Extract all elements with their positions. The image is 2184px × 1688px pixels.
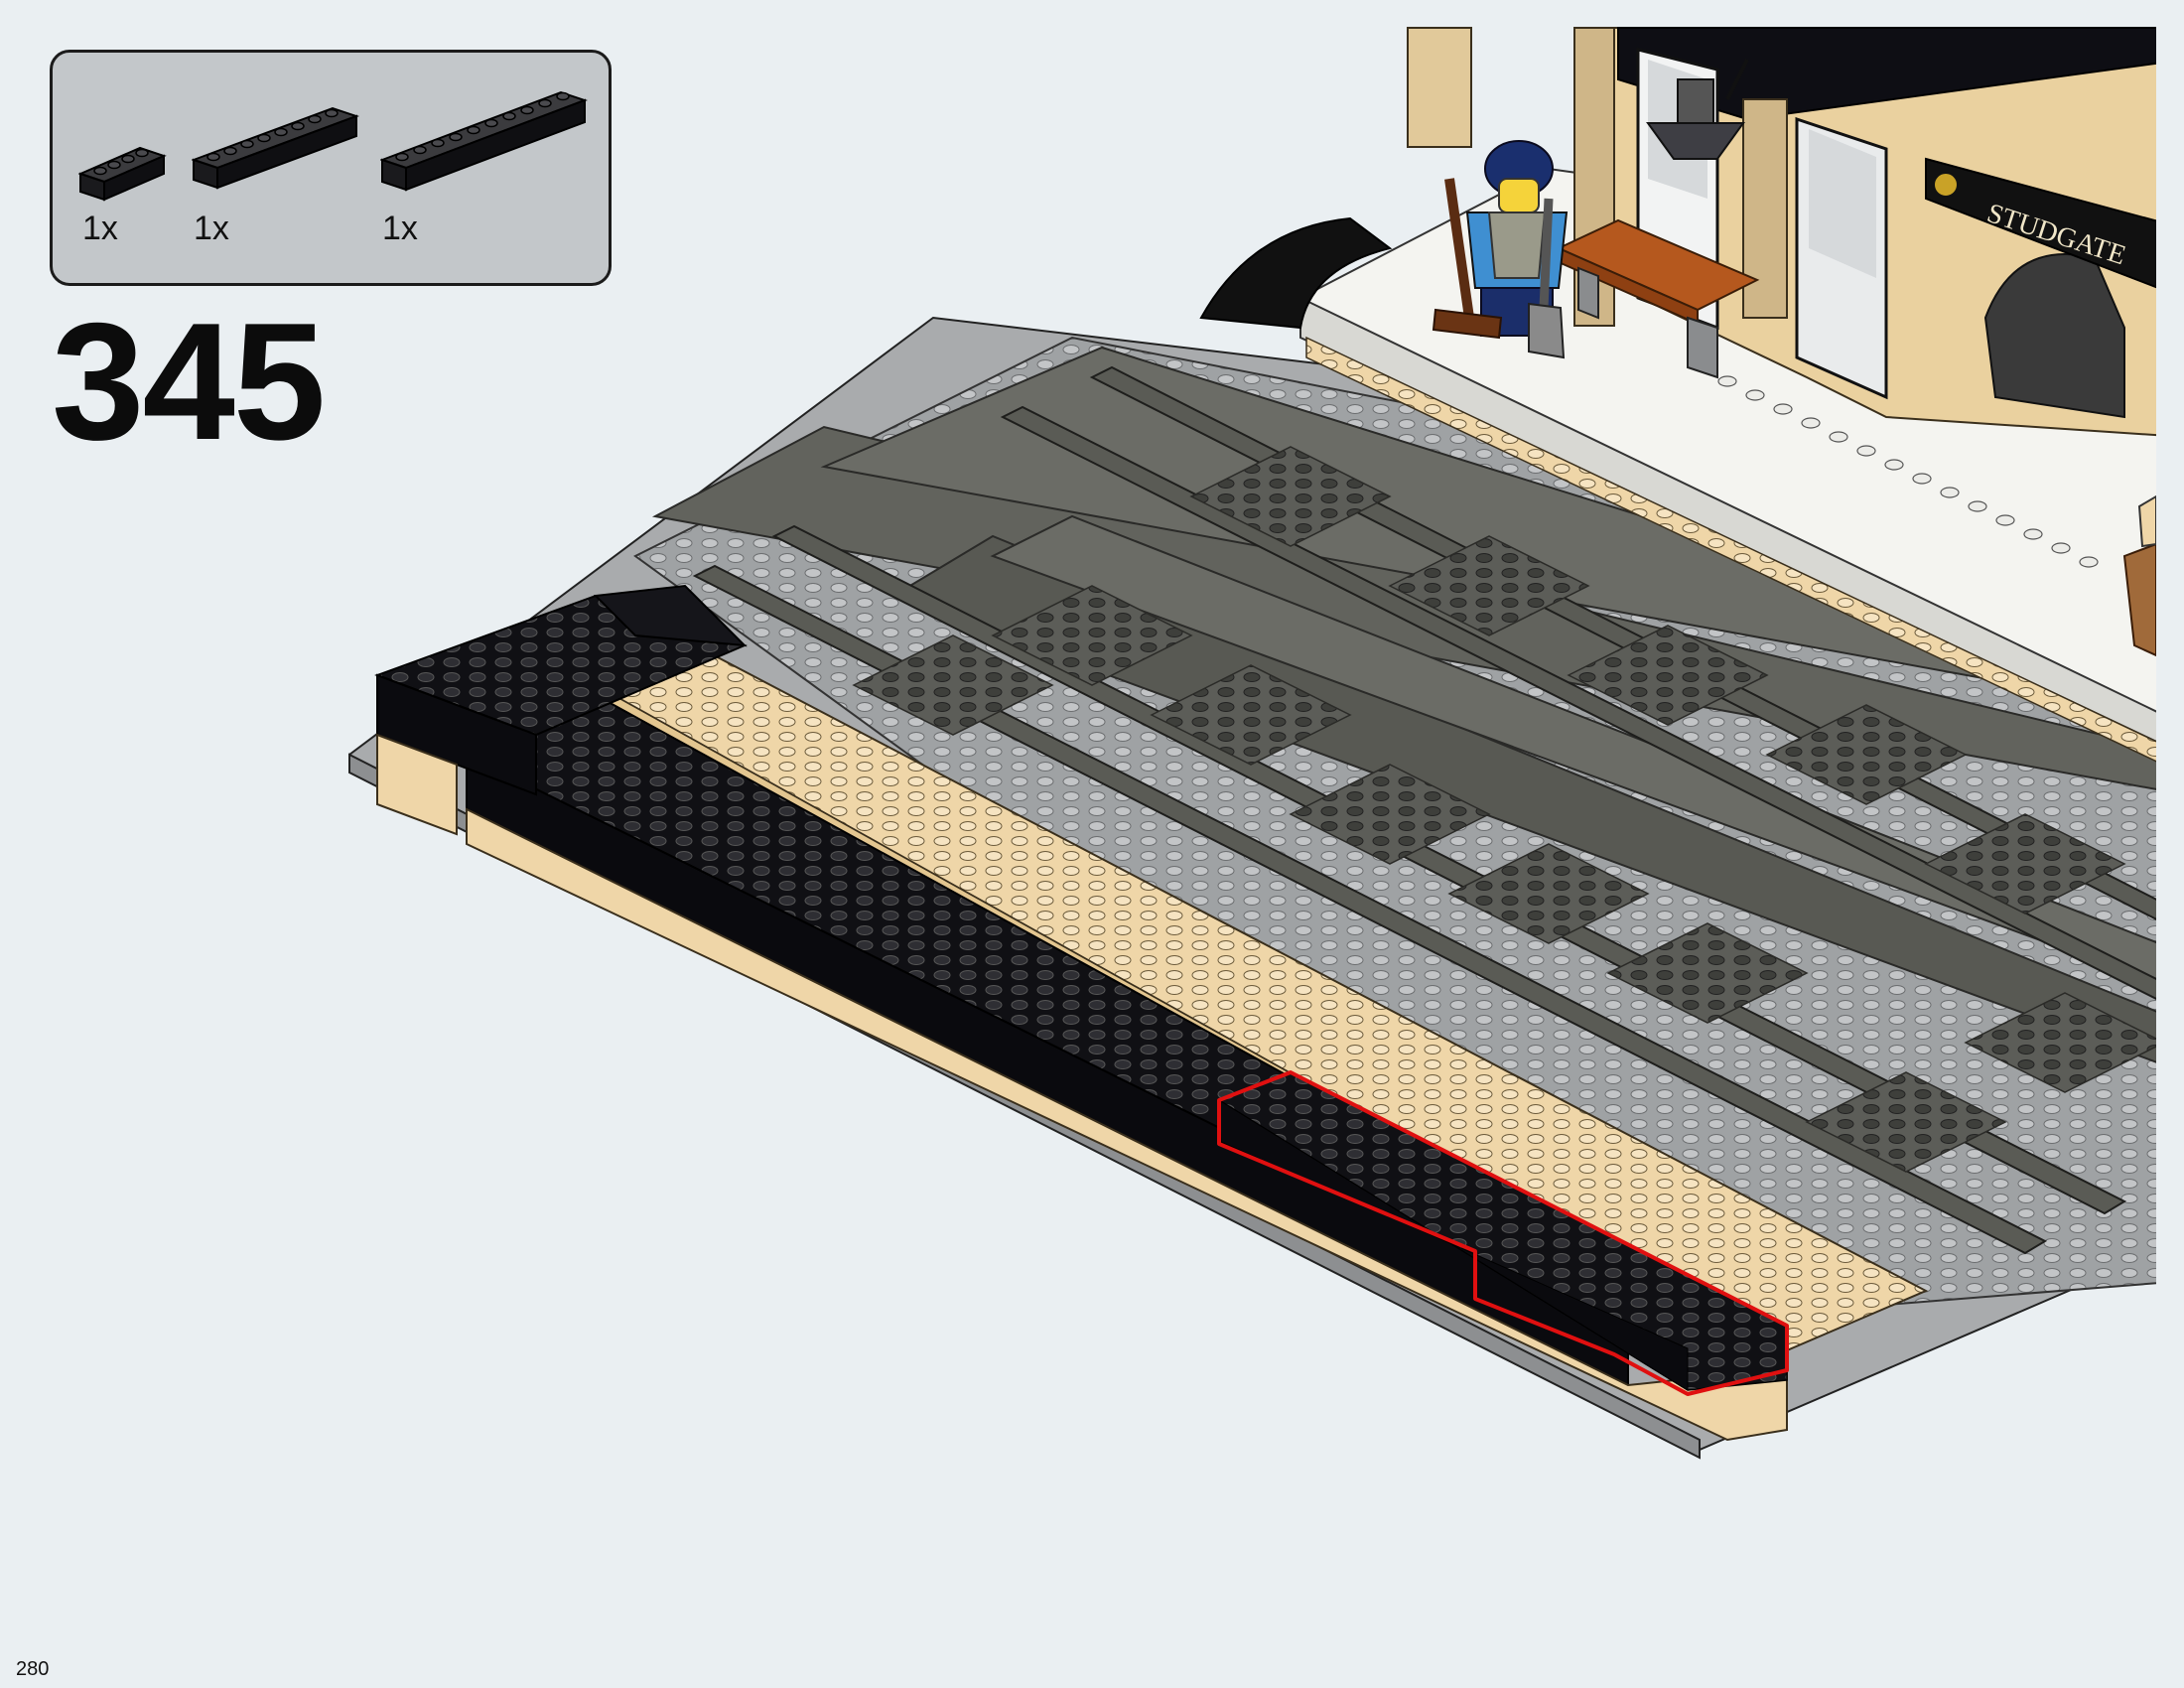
parts-list-box: 1x 1x 1x	[50, 50, 612, 286]
pillar-left	[1407, 27, 1472, 148]
black-brick-1x8-icon	[192, 100, 370, 200]
black-brick-1x4-icon	[78, 142, 188, 202]
part-qty-3: 1x	[382, 210, 418, 247]
dark-gray-plates	[852, 446, 2156, 1173]
minifigure-worker	[1432, 140, 1569, 359]
step-number: 345	[52, 288, 326, 475]
page-number: 280	[16, 1658, 50, 1680]
part-qty-1: 1x	[82, 210, 118, 247]
part-qty-2: 1x	[194, 210, 229, 247]
black-brick-1x10-icon	[380, 82, 599, 202]
wall-lamp-icon	[1646, 59, 1749, 160]
black-corner	[1199, 216, 1393, 330]
platform-edge-studs	[1717, 375, 2099, 568]
minifigure-partial	[2122, 494, 2156, 657]
station-arch	[1983, 253, 2125, 419]
bench-icon	[1556, 218, 1760, 379]
new-bricks-highlight	[1217, 1070, 1789, 1396]
tan-wall-face	[466, 807, 1788, 1442]
